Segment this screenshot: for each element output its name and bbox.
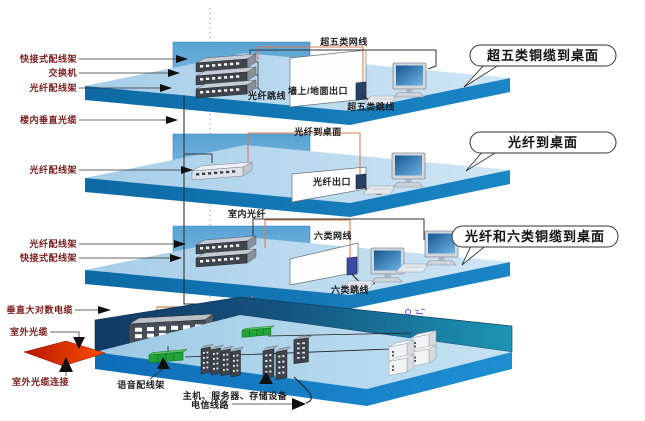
floor-3-cat6-cable xyxy=(252,218,425,240)
label-arrows xyxy=(59,55,306,410)
floor-1-wall-outlet xyxy=(355,81,367,101)
floor-cable-run-2 xyxy=(267,332,413,337)
outdoor-fiber-cable xyxy=(23,340,106,367)
arrow-quick-panel-3 xyxy=(170,254,182,262)
telecom-line-curve xyxy=(293,376,312,404)
floor-1-cat5e xyxy=(85,41,510,125)
left-label-4: 光纤配线架 xyxy=(28,164,77,175)
floor-label-2: 墙上/地面出口 xyxy=(288,85,348,96)
arrow-copper-riser xyxy=(98,306,111,314)
watermark-icon xyxy=(404,308,426,316)
arrow-voice-panel-up xyxy=(157,357,170,369)
floor-label-5: 光纤出口 xyxy=(312,176,351,187)
floor-3-cat6-conduit-orange xyxy=(264,219,351,257)
arrow-fiber-panel-1 xyxy=(160,84,172,92)
arrow-fiber-panel-3 xyxy=(174,240,186,248)
left-label-8: 室外光缆 xyxy=(10,326,48,337)
floor-1-slab-edge xyxy=(85,78,510,125)
arrow-fiber-panel-2 xyxy=(181,166,193,174)
floor-label-0: 超五类网线 xyxy=(319,36,368,47)
floor-2-fiber xyxy=(85,132,510,217)
left-label-2: 光纤配线架 xyxy=(28,82,77,93)
arrow-outdoor-connect-up xyxy=(59,357,73,372)
left-label-0: 快接式配线架 xyxy=(20,53,77,64)
floor-label-3: 超五类跳线 xyxy=(346,101,395,112)
floor-label-10: 主机、服务器、存储设备 xyxy=(183,390,288,401)
equipment-room xyxy=(23,296,513,406)
callout-fiber-to-desktop: 光纤到桌面 xyxy=(465,131,617,172)
left-label-7: 垂直大对数电缆 xyxy=(6,304,73,315)
left-label-1: 交换机 xyxy=(48,67,77,78)
arrow-switch xyxy=(168,69,180,77)
floor-3-fiber-cat6 xyxy=(85,218,510,309)
floor-2-white-wall xyxy=(291,166,367,203)
callout-1-text: 超五类铜缆到桌面 xyxy=(487,48,599,63)
left-labels-layer: 快接式配线架交换机光纤配线架楼内垂直光缆光纤配线架光纤配线架快接式配线架垂直大对… xyxy=(6,53,77,387)
floor-label-8: 六类跳线 xyxy=(331,284,369,295)
callout-2-text: 光纤到桌面 xyxy=(507,135,578,150)
callout-fiber-cat6-to-desktop: 光纤和六类铜缆到桌面 xyxy=(451,225,619,266)
floor-1-cat5e-cable xyxy=(249,49,437,70)
equipment-room-floor-edge xyxy=(95,352,512,406)
arrow-outdoor-cable-down xyxy=(73,337,85,349)
label-lines xyxy=(50,58,292,405)
floor-3-white-wall xyxy=(289,242,359,286)
callout-1-bubble xyxy=(469,44,617,67)
arrow-telecom-right xyxy=(292,398,306,410)
floor-2-fiber-conduit-orange xyxy=(247,132,361,174)
floor-label-11: 电信线路 xyxy=(191,399,230,410)
floor-label-9: 语音配线架 xyxy=(117,379,165,390)
left-label-9: 室外光缆连接 xyxy=(12,376,69,387)
arrow-vertical-fiber xyxy=(166,116,178,124)
arrow-hosts-up xyxy=(259,372,273,384)
left-label-3: 楼内垂直光缆 xyxy=(20,114,77,125)
floor-1-white-wall xyxy=(289,49,367,108)
floor-3-slab-edge xyxy=(85,262,510,309)
floor-1-cat5e-conduit-orange xyxy=(257,46,364,82)
floor-label-6: 室内光纤 xyxy=(228,208,266,219)
left-label-6: 快接式配线架 xyxy=(20,252,77,263)
floor-label-1: 光纤跳线 xyxy=(247,90,286,101)
callout-2-bubble xyxy=(469,131,617,154)
floor-label-4: 光纤到桌面 xyxy=(293,126,342,137)
floor-2-slab-edge xyxy=(85,170,510,217)
arrow-quick-panel-1 xyxy=(176,55,188,63)
callout-cat5e-to-desktop: 超五类铜缆到桌面 xyxy=(463,44,617,88)
floor-3-wall-outlet xyxy=(346,256,358,276)
floor-labels-layer: 超五类网线光纤跳线墙上/地面出口超五类跳线光纤到桌面光纤出口室内光纤六类网线六类… xyxy=(117,36,395,410)
floor-label-7: 六类网线 xyxy=(314,230,352,241)
callout-3-text: 光纤和六类铜缆到桌面 xyxy=(464,229,605,244)
callout-3-bubble xyxy=(451,225,619,248)
floor-2-riser-branch xyxy=(184,153,213,163)
left-label-5: 光纤配线架 xyxy=(28,238,77,249)
